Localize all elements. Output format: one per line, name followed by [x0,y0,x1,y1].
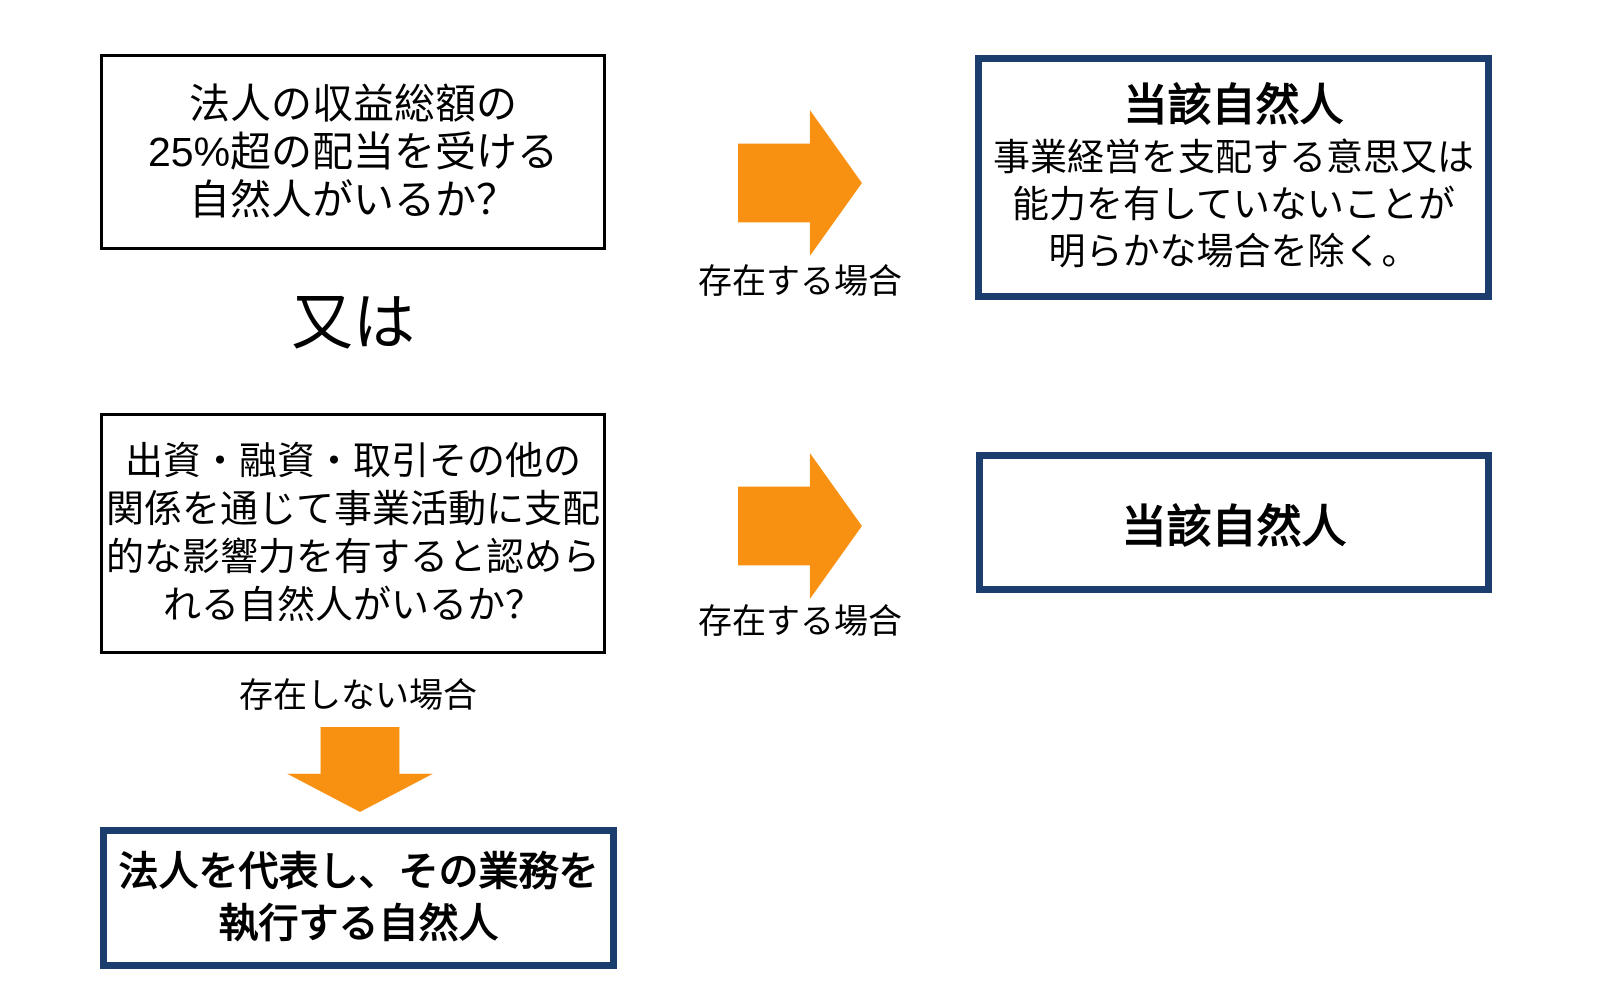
not-exists-label: 存在しない場合 [239,677,477,715]
question-box-dividend-line-2: 25%超の配当を受ける [147,129,559,175]
result-box-1-line-2: 能力を有していないことが [1012,184,1455,225]
right-arrow-icon-2 [738,453,862,599]
question-box-influence-line-3: 的な影響力を有すると認めら [105,536,600,579]
result-box-3-line-2: 執行する自然人 [218,902,499,946]
result-box-1-line-3: 明らかな場合を除く。 [1048,231,1419,272]
or-label: 又は [290,289,415,358]
question-box-influence: 出資・融資・取引その他の 関係を通じて事業活動に支配 的な影響力を有すると認めら… [100,413,606,654]
result-box-1-title: 当該自然人 [1123,81,1344,130]
result-box-3-line-1: 法人を代表し、その業務を [118,850,599,894]
question-box-dividend-line-3: 自然人がいるか？ [189,177,517,223]
question-box-dividend: 法人の収益総額の 25%超の配当を受ける 自然人がいるか？ [100,54,606,250]
result-box-1-line-1: 事業経営を支配する意思又は [993,137,1474,178]
question-box-dividend-line-1: 法人の収益総額の [189,81,517,127]
question-box-influence-line-4: れる自然人がいるか？ [162,584,543,627]
result-box-2-title: 当該自然人 [1121,501,1347,552]
question-box-influence-line-2: 関係を通じて事業活動に支配 [105,488,600,531]
down-arrow-icon [287,727,433,812]
result-box-natural-person-with-note: 当該自然人 事業経営を支配する意思又は 能力を有していないことが 明らかな場合を… [975,55,1492,300]
result-box-natural-person: 当該自然人 [976,452,1492,593]
exists-label-1: 存在する場合 [698,263,902,301]
right-arrow-icon-1 [738,110,862,256]
question-box-influence-line-1: 出資・融資・取引その他の [124,440,581,483]
exists-label-2: 存在する場合 [698,603,902,641]
result-box-representative: 法人を代表し、その業務を 執行する自然人 [100,827,617,969]
